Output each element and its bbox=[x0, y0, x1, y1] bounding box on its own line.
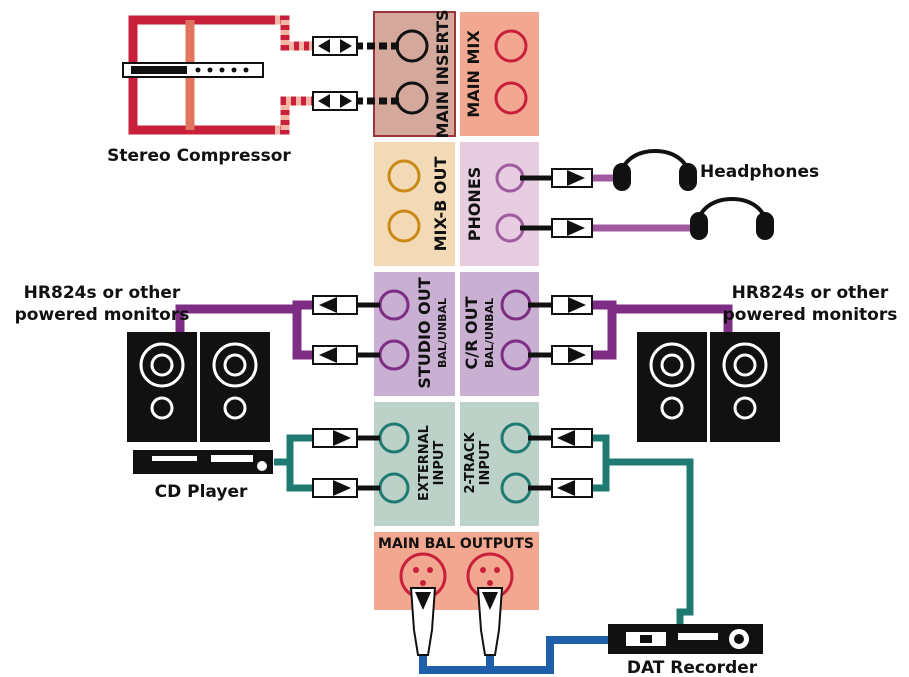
cr-out-label: C/R OUT bbox=[462, 296, 481, 369]
phones-label: PHONES bbox=[465, 167, 484, 242]
speaker-icon-left-1 bbox=[127, 332, 197, 442]
mix-b-jack-2 bbox=[387, 209, 421, 243]
phones-plug-1 bbox=[551, 168, 593, 188]
xlr-plug-left bbox=[409, 587, 437, 656]
studio-plug-1 bbox=[312, 295, 358, 315]
panel-main-mix: MAIN MIX bbox=[460, 12, 539, 136]
studio-plug-2 bbox=[312, 345, 358, 365]
two-track-label-2: INPUT bbox=[478, 441, 493, 486]
external-input-plug-2 bbox=[312, 478, 358, 498]
speaker-icon-left-2 bbox=[200, 332, 270, 442]
panel-studio-out: STUDIO OUT BAL/UNBAL bbox=[374, 272, 455, 396]
dat-recorder-icon bbox=[608, 624, 763, 654]
cd-input-cable bbox=[274, 434, 380, 492]
studio-out-label: STUDIO OUT bbox=[415, 277, 434, 388]
cr-plug-2 bbox=[551, 345, 593, 365]
dat-recorder-label: DAT Recorder bbox=[627, 658, 758, 677]
mix-b-jack-1 bbox=[387, 159, 421, 193]
panel-cr-out: C/R OUT BAL/UNBAL bbox=[460, 272, 539, 396]
cd-player-label: CD Player bbox=[155, 482, 248, 502]
headphones-icon-1 bbox=[613, 149, 697, 191]
headphones-label: Headphones bbox=[700, 162, 819, 182]
main-mix-jack-2 bbox=[494, 81, 528, 115]
main-mix-label: MAIN MIX bbox=[464, 30, 483, 118]
external-input-label-1: EXTERNAL bbox=[417, 425, 432, 501]
external-input-label-2: INPUT bbox=[432, 441, 447, 486]
panel-mix-b-out: MIX-B OUT bbox=[374, 142, 455, 266]
main-inserts-label: MAIN INSERTS bbox=[433, 9, 452, 138]
studio-monitor-cable bbox=[175, 300, 380, 360]
monitors-left-label-1: HR824s or other bbox=[24, 283, 181, 303]
xlr-plug-right bbox=[476, 587, 504, 656]
stereo-compressor-icon bbox=[122, 62, 264, 78]
speaker-icon-right-2 bbox=[710, 332, 780, 442]
main-out-cable bbox=[419, 628, 616, 674]
panel-main-inserts: MAIN INSERTS bbox=[373, 9, 456, 139]
panel-two-track-input: 2-TRACK INPUT bbox=[460, 402, 539, 526]
panel-external-input: EXTERNAL INPUT bbox=[374, 402, 455, 526]
studio-out-sublabel: BAL/UNBAL bbox=[436, 298, 449, 368]
panel-main-bal-outputs: MAIN BAL OUTPUTS bbox=[374, 532, 539, 610]
two-track-plug-1 bbox=[551, 428, 593, 448]
cr-plug-1 bbox=[551, 295, 593, 315]
insert-plug-2 bbox=[312, 91, 358, 111]
monitors-left-label-2: powered monitors bbox=[15, 305, 190, 325]
headphones-icon-2 bbox=[690, 197, 774, 240]
speaker-icon-right-1 bbox=[637, 332, 707, 442]
cd-player-icon bbox=[133, 450, 273, 474]
monitors-right-label-1: HR824s or other bbox=[732, 283, 889, 303]
two-track-label-1: 2-TRACK bbox=[463, 432, 478, 494]
main-bal-outputs-label: MAIN BAL OUTPUTS bbox=[378, 536, 534, 552]
panel-phones: PHONES bbox=[460, 142, 539, 266]
two-track-plug-2 bbox=[551, 478, 593, 498]
mix-b-out-label: MIX-B OUT bbox=[431, 157, 450, 252]
stereo-compressor-label: Stereo Compressor bbox=[107, 146, 291, 166]
dat-input-cable bbox=[528, 434, 694, 626]
insert-plug-1 bbox=[312, 36, 358, 56]
cr-monitor-cable bbox=[528, 300, 733, 360]
phones-cable bbox=[520, 174, 693, 232]
phones-plug-2 bbox=[551, 218, 593, 238]
monitors-right-label-2: powered monitors bbox=[723, 305, 898, 325]
cr-out-sublabel: BAL/UNBAL bbox=[483, 298, 496, 368]
main-mix-jack-1 bbox=[494, 29, 528, 63]
external-input-plug-1 bbox=[312, 428, 358, 448]
